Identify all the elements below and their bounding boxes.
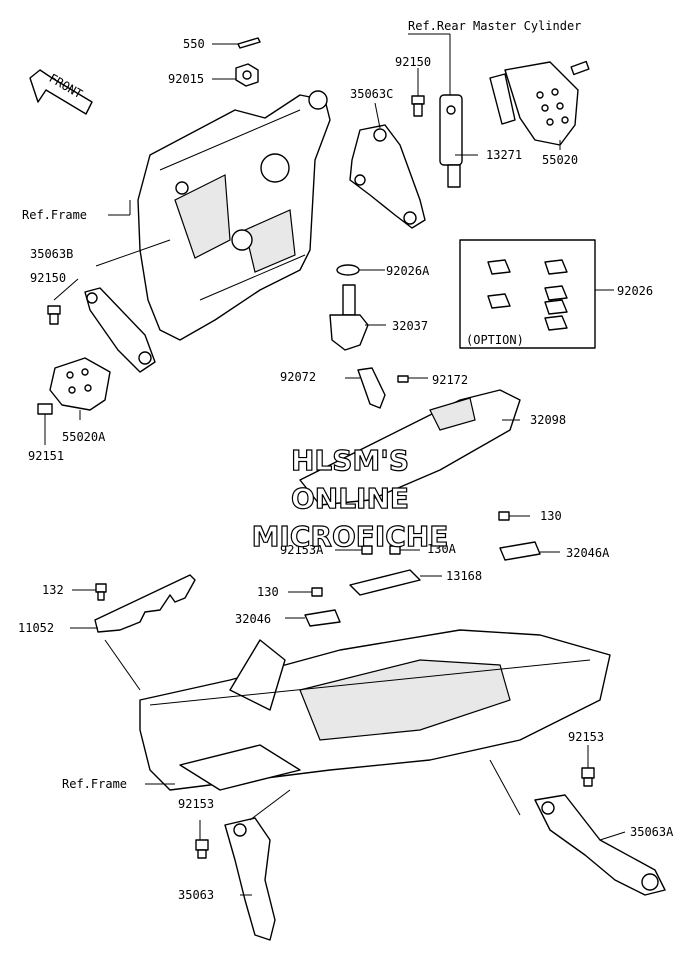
footrest-plate-55020-drawing — [489, 61, 579, 146]
label-130-right: 130 — [540, 509, 562, 523]
option-label: (OPTION) — [466, 333, 524, 347]
label-92015: 92015 — [168, 72, 204, 86]
upper-frame-drawing — [137, 90, 331, 341]
label-92150-top: 92150 — [395, 55, 431, 69]
bolt-icon-92151 — [37, 403, 53, 415]
cover-32098-drawing — [299, 389, 521, 506]
bolt-icon-130-left — [311, 587, 323, 597]
bolt-icon-130-right — [498, 511, 510, 521]
bolt-icon-92150-left — [47, 305, 61, 325]
label-92026: 92026 — [617, 284, 653, 298]
label-32046: 32046 — [235, 612, 271, 626]
label-130A: 130A — [427, 542, 457, 556]
bracket-35063A-drawing — [534, 794, 666, 896]
label-92026A: 92026A — [386, 264, 430, 278]
label-11052: 11052 — [18, 621, 54, 635]
lower-frame-drawing — [139, 629, 611, 791]
label-92153-right: 92153 — [568, 730, 604, 744]
rear-master-cylinder-drawing — [439, 94, 463, 188]
cotter-pin-icon — [237, 37, 261, 49]
nut-icon — [235, 63, 259, 87]
label-35063B: 35063B — [30, 247, 73, 261]
bracket-32046-drawing — [304, 609, 341, 627]
label-55020: 55020 — [542, 153, 578, 167]
label-ref-frame-top: Ref.Frame — [22, 208, 87, 222]
label-ref-rear-master-cylinder: Ref.Rear Master Cylinder — [408, 19, 581, 33]
bolt-icon-92153-left — [195, 839, 209, 859]
bracket-32046A-drawing — [499, 541, 541, 561]
bracket-11052-drawing — [94, 574, 196, 633]
label-92072: 92072 — [280, 370, 316, 384]
label-ref-frame-bottom: Ref.Frame — [62, 777, 127, 791]
label-550: 550 — [183, 37, 205, 51]
front-arrow-icon: FRONT — [29, 69, 93, 115]
label-55020A: 55020A — [62, 430, 106, 444]
leader-lines — [44, 33, 626, 896]
bolt-icon-55020 — [570, 60, 590, 76]
watermark-line-2: ONLINE — [291, 482, 409, 515]
label-32046A: 32046A — [566, 546, 610, 560]
label-92150-left: 92150 — [30, 271, 66, 285]
plate-13168-drawing — [349, 569, 421, 596]
label-35063C: 35063C — [350, 87, 393, 101]
label-92153-left: 92153 — [178, 797, 214, 811]
label-35063: 35063 — [178, 888, 214, 902]
label-13168: 13168 — [446, 569, 482, 583]
label-32037: 32037 — [392, 319, 428, 333]
option-shims-box: (OPTION) — [459, 239, 596, 349]
label-35063A: 35063A — [630, 825, 674, 839]
footrest-plate-55020A-drawing — [49, 357, 111, 411]
bracket-35063B-drawing — [84, 287, 156, 373]
bolt-icon-132 — [95, 583, 107, 601]
bracket-35063C-drawing — [349, 124, 426, 229]
label-92153A: 92153A — [280, 543, 324, 557]
bolt-icon-92153-right — [581, 767, 595, 787]
bolt-icon-92150-top — [411, 95, 425, 117]
watermark-line-1: HLSM'S — [291, 444, 409, 477]
washer-icon-92026A — [336, 264, 360, 276]
label-92172: 92172 — [432, 373, 468, 387]
label-32098: 32098 — [530, 413, 566, 427]
bracket-32037-drawing — [329, 284, 369, 351]
bracket-35063-drawing — [224, 817, 276, 941]
label-92151: 92151 — [28, 449, 64, 463]
label-13271: 13271 — [486, 148, 522, 162]
label-132: 132 — [42, 583, 64, 597]
screw-icon-92172 — [397, 375, 409, 383]
watermark-line-3: MICROFICHE — [252, 520, 449, 553]
label-130-left: 130 — [257, 585, 279, 599]
clip-92072-drawing — [357, 367, 386, 409]
